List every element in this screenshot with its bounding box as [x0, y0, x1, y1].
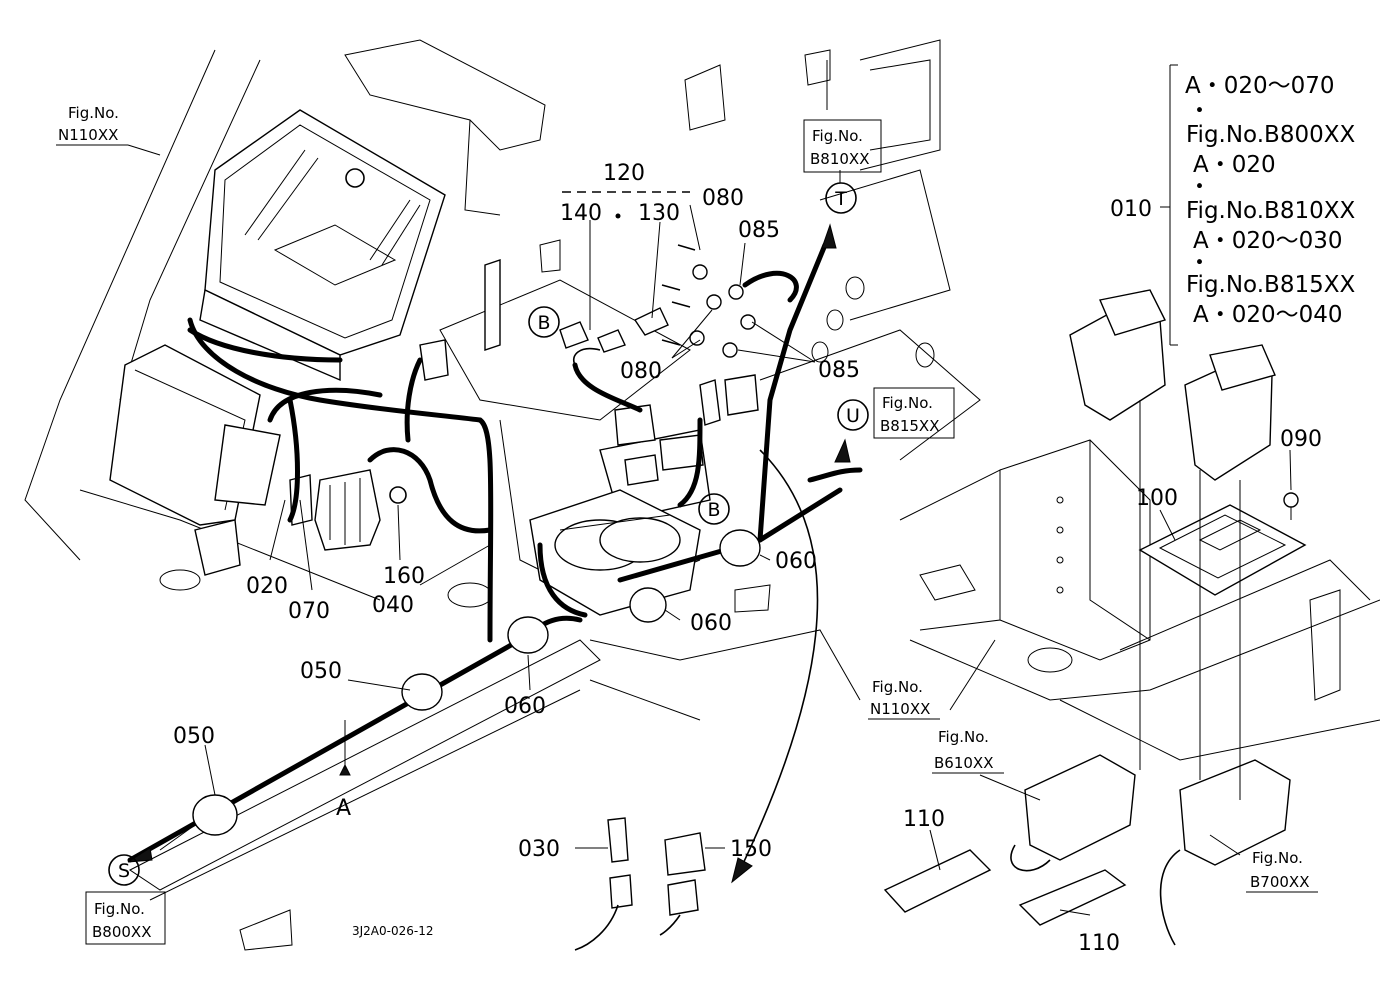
fig-ref-b815: Fig.No. B815XX [873, 387, 955, 439]
callout-040: 040 [372, 593, 414, 618]
svg-text:・: ・ [1188, 250, 1211, 276]
svg-text:B815XX: B815XX [880, 417, 939, 435]
harness-hub [529, 489, 701, 616]
callout-080-lower: 080 [620, 359, 662, 384]
svg-text:B700XX: B700XX [1250, 873, 1309, 891]
svg-text:Fig.No.: Fig.No. [882, 394, 933, 412]
fig-ref-n110-right: Fig.No. N110XX [868, 678, 940, 720]
svg-text:Fig.No.: Fig.No. [938, 728, 989, 746]
fig-ref-b800: Fig.No. B800XX [85, 891, 166, 945]
callout-085-upper: 085 [738, 218, 780, 243]
callout-080-upper: 080 [702, 186, 744, 211]
callout-150: 150 [730, 837, 772, 862]
relay-block [289, 469, 381, 551]
legend-line-5: A・020〜030 [1193, 228, 1343, 254]
svg-text:B810XX: B810XX [810, 150, 869, 168]
callout-060-right: 060 [775, 549, 817, 574]
callout-070: 070 [288, 599, 330, 624]
svg-text:・: ・ [1188, 174, 1211, 200]
svg-text:・: ・ [1188, 98, 1211, 124]
svg-text:N110XX: N110XX [58, 126, 118, 144]
fittings [419, 244, 756, 426]
ecu-unit [199, 109, 446, 382]
fig-ref-b810: Fig.No. B810XX [803, 119, 882, 173]
callout-labels: 010 020 030 040 050 050 060 060 060 070 … [173, 161, 1322, 956]
drawing-code: 3J2A0-026-12 [352, 924, 434, 938]
circle-ref-s: S [108, 854, 140, 886]
callout-110-right: 110 [1078, 931, 1120, 956]
legend-line-3: A・020 [1193, 152, 1276, 178]
callout-060-left: 060 [504, 694, 546, 719]
legend-line-2: Fig.No.B800XX [1186, 122, 1355, 148]
loose-parts [574, 817, 706, 951]
callout-a: A [336, 796, 351, 821]
grommets [192, 486, 761, 836]
circle-ref-b-left: B [528, 306, 560, 338]
callout-130: 130 [638, 201, 680, 226]
callout-010: 010 [1110, 197, 1152, 222]
svg-text:N110XX: N110XX [870, 700, 930, 718]
fig-ref-b700: Fig.No. B700XX [1246, 849, 1318, 893]
callout-160: 160 [383, 564, 425, 589]
circle-ref-u: U [837, 399, 869, 431]
callout-120: 120 [603, 161, 645, 186]
callout-100: 100 [1136, 486, 1178, 511]
circle-ref-b-right: B [698, 493, 730, 525]
svg-text:Fig.No.: Fig.No. [94, 900, 145, 918]
fig-ref-b610: Fig.No. B610XX [932, 728, 1004, 774]
svg-text:T: T [834, 188, 847, 210]
callout-090: 090 [1280, 427, 1322, 452]
legend-line-4: Fig.No.B810XX [1186, 198, 1355, 224]
callout-085-lower: 085 [818, 358, 860, 383]
frame-structure [24, 39, 1380, 951]
callout-050-upper: 050 [300, 659, 342, 684]
svg-text:Fig.No.: Fig.No. [812, 127, 863, 145]
control-box [109, 344, 281, 576]
svg-text:B: B [537, 312, 550, 334]
legend-line-1: A・020〜070 [1185, 73, 1335, 99]
svg-text:B610XX: B610XX [934, 754, 993, 772]
svg-text:U: U [846, 405, 860, 427]
callout-110-left: 110 [903, 807, 945, 832]
svg-text:S: S [118, 860, 130, 882]
circle-ref-t: T [825, 182, 857, 214]
callout-020: 020 [246, 574, 288, 599]
legend-line-7: A・020〜040 [1193, 302, 1343, 328]
svg-text:B: B [707, 499, 720, 521]
legend-line-6: Fig.No.B815XX [1186, 272, 1355, 298]
callout-050-lower: 050 [173, 724, 215, 749]
callout-030: 030 [518, 837, 560, 862]
svg-text:Fig.No.: Fig.No. [68, 104, 119, 122]
legend: A・020〜070 ・ Fig.No.B800XX A・020 ・ Fig.No… [1185, 73, 1355, 328]
fig-ref-n110-top: Fig.No. N110XX [56, 104, 128, 146]
connector-assembly [883, 289, 1307, 946]
leader-lines [127, 60, 1292, 916]
callout-140: 140 [560, 201, 602, 226]
callout-060-middle: 060 [690, 611, 732, 636]
svg-text:Fig.No.: Fig.No. [872, 678, 923, 696]
svg-text:B800XX: B800XX [92, 923, 151, 941]
svg-text:Fig.No.: Fig.No. [1252, 849, 1303, 867]
